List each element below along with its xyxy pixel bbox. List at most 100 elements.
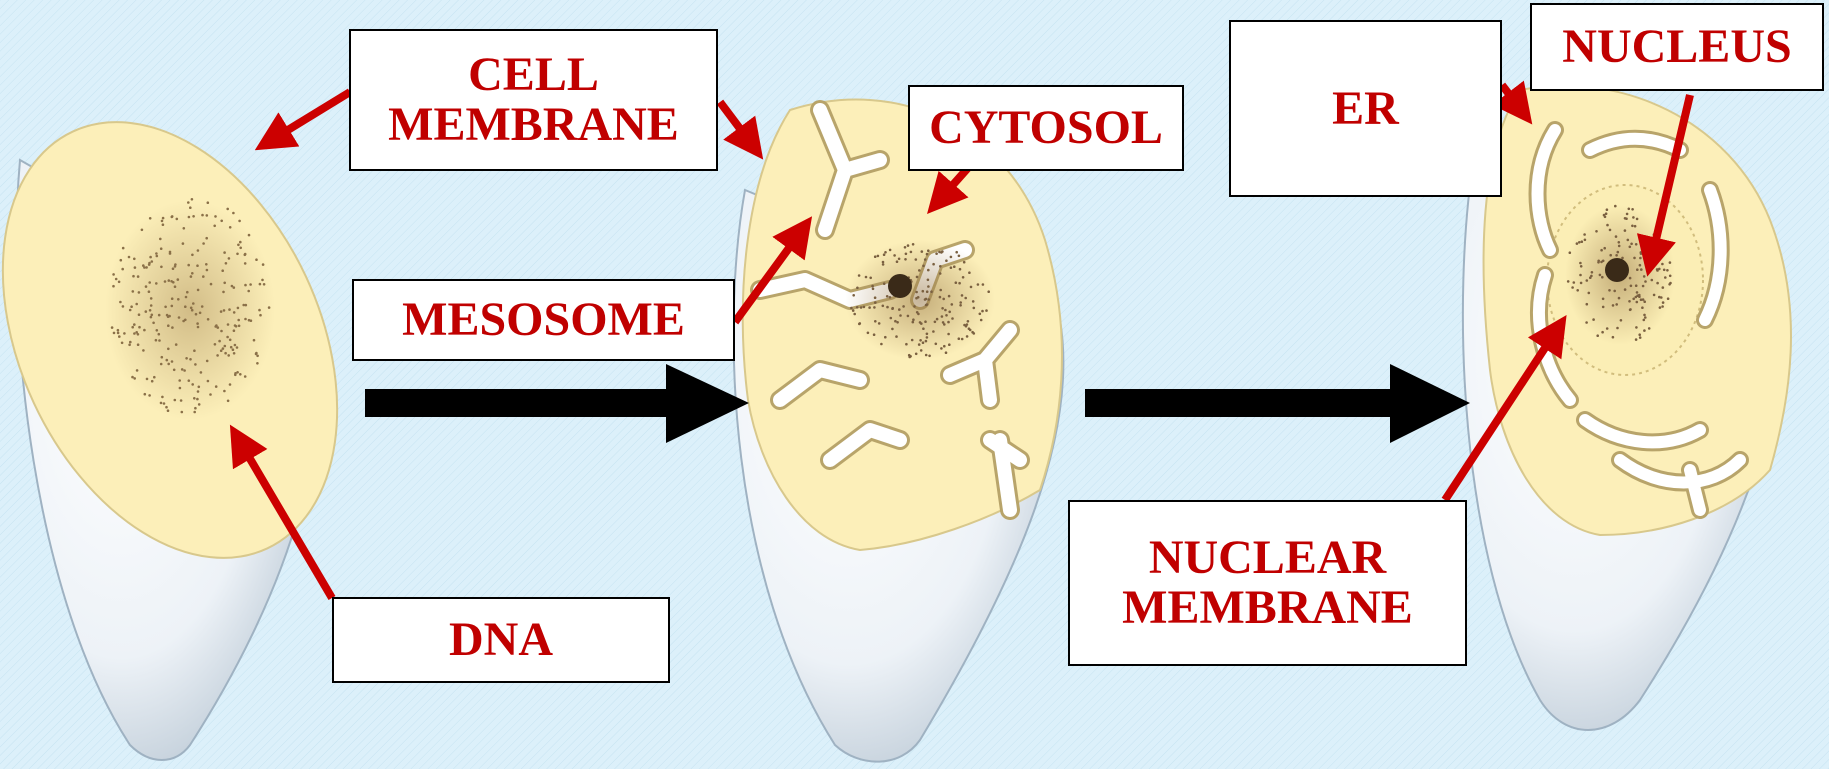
stipple-dot xyxy=(935,252,938,255)
stipple-dot xyxy=(233,352,236,355)
stipple-dot xyxy=(205,237,208,240)
stipple-dot xyxy=(171,305,174,308)
stipple-dot xyxy=(1656,282,1659,285)
stipple-dot xyxy=(926,336,929,339)
stipple-dot xyxy=(883,282,886,285)
stipple-dot xyxy=(927,298,930,301)
stipple-dot xyxy=(910,251,913,254)
stipple-dot xyxy=(172,267,175,270)
stipple-dot xyxy=(131,326,134,329)
stipple-dot xyxy=(1636,291,1639,294)
stipple-dot xyxy=(207,201,210,204)
stipple-dot xyxy=(912,243,915,246)
stipple-dot xyxy=(1633,257,1636,260)
stipple-dot xyxy=(1666,241,1669,244)
stipple-dot xyxy=(195,313,198,316)
stipple-dot xyxy=(202,275,205,278)
stipple-dot xyxy=(222,347,225,350)
stipple-dot xyxy=(225,262,228,265)
stipple-dot xyxy=(1639,336,1642,339)
stipple-dot xyxy=(1629,277,1632,280)
stipple-dot xyxy=(1629,246,1632,249)
stipple-dot xyxy=(961,338,964,341)
stipple-dot xyxy=(856,287,859,290)
stipple-dot xyxy=(215,324,218,327)
stipple-dot xyxy=(874,296,877,299)
stipple-dot xyxy=(874,301,877,304)
stipple-dot xyxy=(1653,294,1656,297)
stipple-dot xyxy=(1603,214,1606,217)
stipple-dot xyxy=(1659,306,1662,309)
stipple-dot xyxy=(981,310,984,313)
stipple-dot xyxy=(236,253,239,256)
stipple-dot xyxy=(190,307,193,310)
stipple-dot xyxy=(181,411,184,414)
stipple-dot xyxy=(206,360,209,363)
stipple-dot xyxy=(247,290,250,293)
stipple-dot xyxy=(145,285,148,288)
stipple-dot xyxy=(259,283,262,286)
stipple-dot xyxy=(128,256,131,259)
stipple-dot xyxy=(880,343,883,346)
stipple-dot xyxy=(922,290,925,293)
stipple-dot xyxy=(1636,268,1639,271)
stipple-dot xyxy=(136,369,139,372)
stipple-dot xyxy=(134,266,137,269)
stipple-dot xyxy=(877,255,880,258)
stipple-dot xyxy=(907,315,910,318)
stipple-dot xyxy=(249,283,252,286)
stipple-dot xyxy=(158,333,161,336)
stipple-dot xyxy=(893,254,896,257)
stipple-dot xyxy=(959,301,962,304)
stipple-dot xyxy=(179,387,182,390)
stipple-dot xyxy=(214,343,217,346)
stipple-dot xyxy=(1614,205,1617,208)
stipple-dot xyxy=(167,315,170,318)
stipple-dot xyxy=(215,385,218,388)
stipple-dot xyxy=(202,242,205,245)
stipple-dot xyxy=(255,352,258,355)
stipple-dot xyxy=(939,296,942,299)
stipple-dot xyxy=(168,279,171,282)
stipple-dot xyxy=(189,206,192,209)
stipple-dot xyxy=(162,223,165,226)
stipple-dot xyxy=(248,234,251,237)
stipple-dot xyxy=(159,238,162,241)
stipple-dot xyxy=(972,300,975,303)
stipple-dot xyxy=(1624,217,1627,220)
stipple-dot xyxy=(197,289,200,292)
stipple-dot xyxy=(1589,276,1592,279)
stipple-dot xyxy=(198,403,201,406)
stipple-dot xyxy=(948,343,951,346)
stipple-dot xyxy=(1615,235,1618,238)
stipple-dot xyxy=(944,309,947,312)
stipple-dot xyxy=(926,333,929,336)
stipple-dot xyxy=(137,343,140,346)
stipple-dot xyxy=(1639,257,1642,260)
stipple-dot xyxy=(902,305,905,308)
stipple-dot xyxy=(183,227,186,230)
stipple-dot xyxy=(193,411,196,414)
stipple-dot xyxy=(874,255,877,258)
stipple-dot xyxy=(860,306,863,309)
stipple-dot xyxy=(966,323,969,326)
stipple-dot xyxy=(950,256,953,259)
stipple-dot xyxy=(1648,327,1651,330)
stipple-dot xyxy=(912,318,915,321)
stipple-dot xyxy=(183,369,186,372)
stipple-dot xyxy=(947,321,950,324)
stipple-dot xyxy=(229,226,232,229)
stipple-dot xyxy=(218,340,221,343)
stipple-dot xyxy=(966,335,969,338)
stipple-dot xyxy=(1602,306,1605,309)
stipple-dot xyxy=(1615,303,1618,306)
stipple-dot xyxy=(146,378,149,381)
stipple-dot xyxy=(145,310,148,313)
stipple-dot xyxy=(149,309,152,312)
stipple-dot xyxy=(180,399,183,402)
stipple-dot xyxy=(927,285,930,288)
stipple-dot xyxy=(1634,225,1637,228)
stipple-dot xyxy=(951,303,954,306)
stipple-dot xyxy=(896,321,899,324)
stipple-dot xyxy=(935,343,938,346)
